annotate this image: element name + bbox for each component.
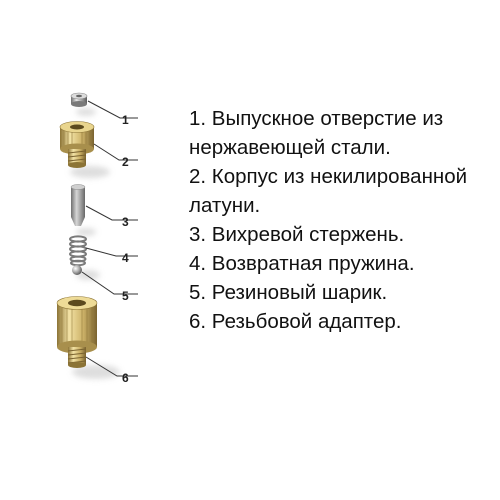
callout-6: 6 <box>122 371 129 385</box>
legend-item-spring: 4. Возвратная пружина. <box>189 252 415 275</box>
part-outlet-disc <box>70 92 88 107</box>
callout-4: 4 <box>122 251 129 265</box>
legend-item-vortex-rod: 3. Вихревой стержень. <box>189 223 405 246</box>
part-threaded-adapter <box>56 296 98 368</box>
callout-1: 1 <box>122 113 129 127</box>
legend-item-body: 2. Корпус из некилированной латуни. <box>189 165 468 217</box>
legend-item-adapter: 6. Резьбовой адаптер. <box>189 310 402 333</box>
part-return-spring <box>69 235 87 267</box>
leader-lines <box>81 100 138 377</box>
callout-2: 2 <box>122 155 129 169</box>
callout-3: 3 <box>122 215 129 229</box>
legend-item-outlet: 1. Выпускное отверстие из нержавеющей ст… <box>189 107 444 159</box>
parts-legend: 1. Выпускное отверстие из нержавеющей ст… <box>189 104 494 336</box>
legend-item-ball: 5. Резиновый шарик. <box>189 281 388 304</box>
callout-5: 5 <box>122 289 129 303</box>
part-vortex-rod <box>70 184 86 226</box>
part-rubber-ball <box>72 265 82 275</box>
part-brass-body <box>59 121 95 168</box>
